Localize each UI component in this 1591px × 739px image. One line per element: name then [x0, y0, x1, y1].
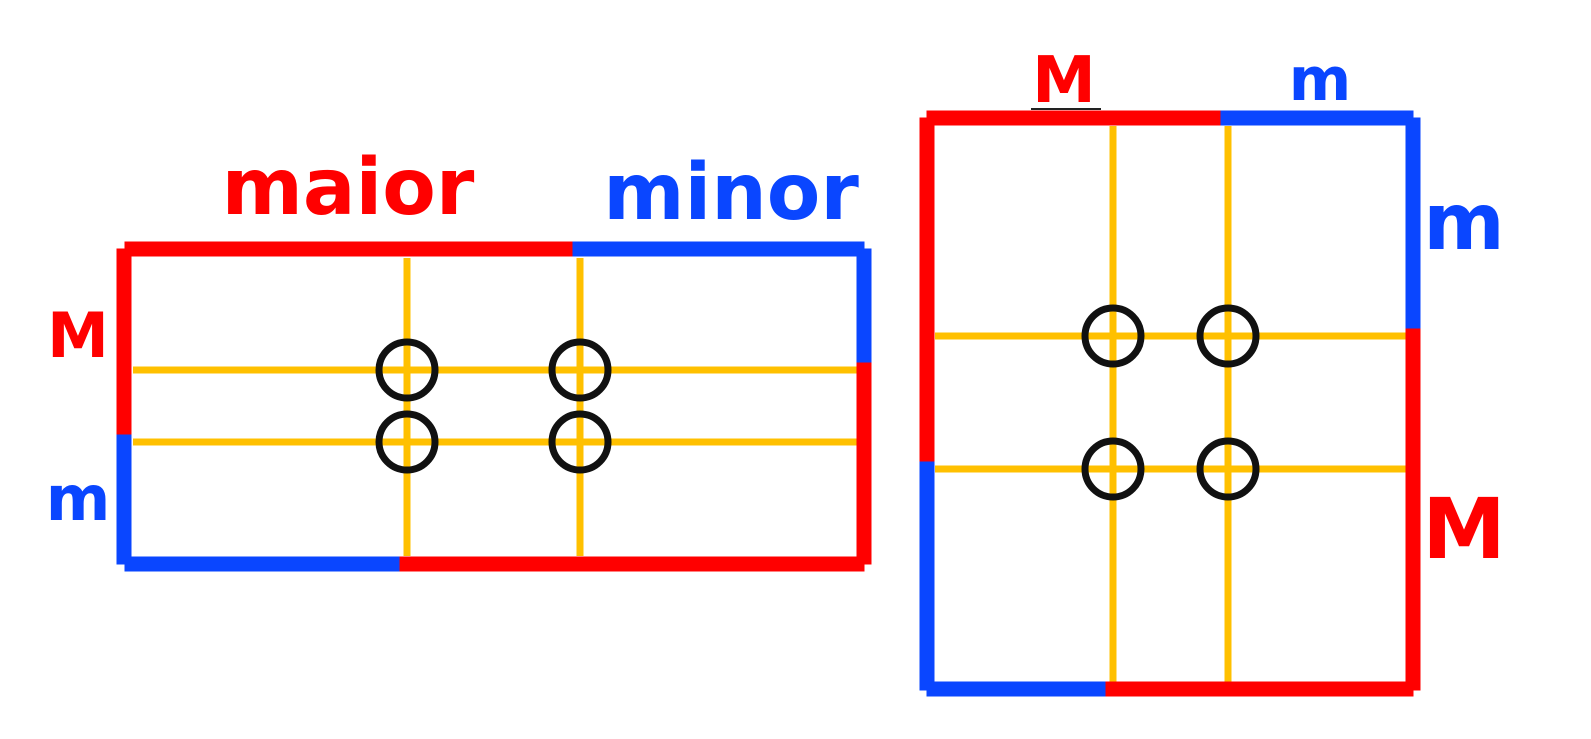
portrait-border — [919, 110, 1421, 697]
landscape-left-minor-label: m — [46, 462, 111, 535]
portrait-guides — [935, 126, 1406, 682]
landscape-points — [375, 338, 612, 474]
portrait-rectangle: M m m M — [919, 44, 1506, 697]
portrait-points — [1081, 304, 1260, 501]
landscape-intersection-point — [548, 410, 612, 474]
portrait-top-minor-label: m — [1289, 45, 1352, 115]
landscape-intersection-point — [548, 338, 612, 402]
portrait-right-major-label: M — [1422, 480, 1506, 578]
landscape-top-minor-label: minor — [603, 148, 859, 238]
landscape-top-major-label: maior — [222, 143, 475, 233]
portrait-right-minor-label: m — [1423, 178, 1504, 268]
portrait-intersection-point — [1081, 437, 1145, 501]
portrait-intersection-point — [1081, 304, 1145, 368]
landscape-intersection-point — [375, 338, 439, 402]
landscape-left-major-label: M — [47, 299, 109, 372]
landscape-border — [116, 241, 872, 572]
portrait-top-major-label: M — [1032, 44, 1096, 118]
landscape-intersection-point — [375, 410, 439, 474]
portrait-intersection-point — [1196, 437, 1260, 501]
portrait-intersection-point — [1196, 304, 1260, 368]
landscape-rectangle: maior minor M m — [46, 143, 872, 572]
landscape-guides — [133, 258, 857, 556]
